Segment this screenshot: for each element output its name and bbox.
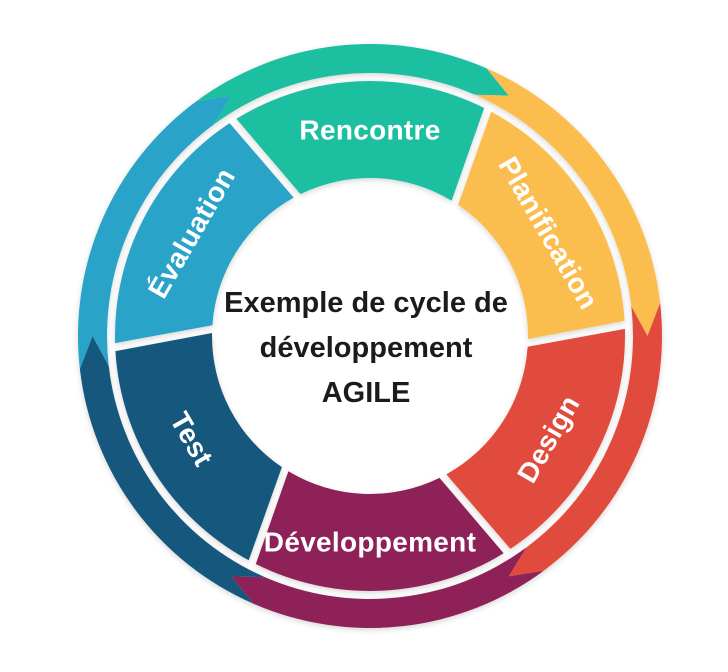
label-rencontre: Rencontre	[299, 115, 440, 146]
segment-design	[446, 328, 625, 549]
segment-developpement	[255, 471, 504, 592]
center-title-line-2: développement	[260, 332, 473, 364]
center-title-line-3: AGILE	[322, 377, 411, 409]
outer-arrow-planification	[474, 68, 661, 336]
outer-arrow-developpement	[231, 547, 544, 628]
outer-arrow-design	[508, 302, 662, 577]
outer-arrow-ring	[78, 44, 662, 628]
segment-planification	[458, 111, 625, 340]
segment-test	[115, 332, 282, 561]
center-title: Exemple de cycle de développement AGILE	[224, 287, 508, 409]
label-developpement: Développement	[264, 527, 476, 558]
outer-arrow-evaluation	[78, 95, 232, 370]
outer-arrow-test	[79, 336, 266, 604]
segment-evaluation	[115, 123, 294, 344]
inner-segment-ring	[115, 80, 625, 592]
segment-rencontre	[236, 80, 485, 201]
outer-arrow-rencontre	[196, 44, 509, 125]
center-title-line-1: Exemple de cycle de	[224, 287, 508, 319]
